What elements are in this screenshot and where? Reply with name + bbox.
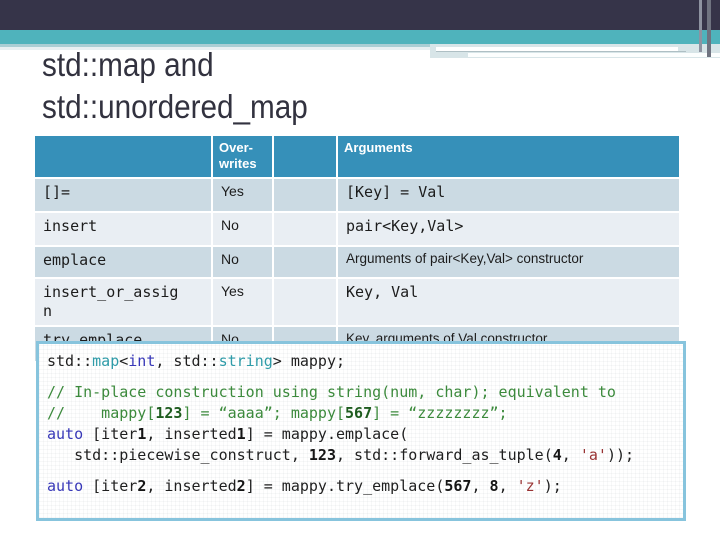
operations-table: Over-writes Arguments []= Yes [Key] = Va… bbox=[33, 134, 681, 363]
code-text: , inserted bbox=[146, 425, 237, 443]
code-number: 1 bbox=[137, 425, 147, 443]
spacer-cell bbox=[274, 247, 336, 277]
code-text: , std::forward_as_tuple( bbox=[336, 446, 553, 464]
op-cell: insert_or_assign bbox=[35, 279, 211, 325]
code-text: std::piecewise_construct, bbox=[47, 446, 309, 464]
code-number: 4 bbox=[552, 446, 562, 464]
op-cell: []= bbox=[35, 179, 211, 211]
spacer-cell bbox=[274, 179, 336, 211]
code-comment: ] = “aaaa”; mappy[ bbox=[182, 404, 346, 422]
code-comment-number: 567 bbox=[345, 404, 373, 422]
code-keyword: auto bbox=[47, 477, 84, 495]
code-line-5: std::piecewise_construct, 123, std::forw… bbox=[47, 445, 675, 466]
code-line-6: auto [iter2, inserted2] = mappy.try_empl… bbox=[47, 476, 675, 497]
code-text: ); bbox=[543, 477, 562, 495]
code-text: , bbox=[498, 477, 517, 495]
code-char-literal: 'a' bbox=[579, 446, 607, 464]
code-text: ] = mappy.try_emplace( bbox=[245, 477, 445, 495]
header-spacer bbox=[274, 136, 336, 177]
op-cell: emplace bbox=[35, 247, 211, 277]
code-number: 2 bbox=[137, 477, 147, 495]
code-comment: // mappy[ bbox=[47, 404, 156, 422]
code-line-3: // mappy[123] = “aaaa”; mappy[567] = “zz… bbox=[47, 403, 675, 424]
table-header-row: Over-writes Arguments bbox=[35, 136, 679, 177]
code-number: 123 bbox=[308, 446, 336, 464]
code-text: , inserted bbox=[146, 477, 237, 495]
args-cell: Key, Val bbox=[338, 279, 679, 325]
overwrites-cell: No bbox=[213, 213, 272, 245]
code-text: > mappy; bbox=[272, 352, 346, 370]
code-keyword: auto bbox=[47, 425, 84, 443]
code-number: 1 bbox=[236, 425, 246, 443]
slide-title-line2: std::unordered_map bbox=[42, 88, 308, 125]
slide-title: std::map and std::unordered_map bbox=[42, 44, 308, 128]
ribbon-white-stripe-2 bbox=[468, 53, 720, 57]
code-text: [iter bbox=[83, 477, 138, 495]
ribbon-vertical-line-1 bbox=[699, 0, 702, 52]
slide-title-line1: std::map and bbox=[42, 46, 214, 83]
code-comment: ] = “zzzzzzzz”; bbox=[372, 404, 508, 422]
ribbon-stripe-1 bbox=[0, 44, 720, 47]
args-cell: Arguments of pair<Key,Val> constructor bbox=[338, 247, 679, 277]
overwrites-cell: Yes bbox=[213, 179, 272, 211]
table-row: []= Yes [Key] = Val bbox=[35, 179, 679, 211]
code-text: , std:: bbox=[155, 352, 219, 370]
code-text: )); bbox=[606, 446, 635, 464]
ribbon-gray-line bbox=[436, 51, 686, 52]
code-comment-number: 123 bbox=[155, 404, 183, 422]
overwrites-cell: Yes bbox=[213, 279, 272, 325]
op-cell: insert bbox=[35, 213, 211, 245]
code-number: 8 bbox=[489, 477, 499, 495]
overwrites-cell: No bbox=[213, 247, 272, 277]
code-char-literal: 'z' bbox=[516, 477, 544, 495]
top-banner bbox=[0, 0, 720, 30]
spacer-cell bbox=[274, 213, 336, 245]
code-number: 2 bbox=[236, 477, 246, 495]
table-row: insert_or_assign Yes Key, Val bbox=[35, 279, 679, 325]
code-line-4: auto [iter1, inserted1] = mappy.emplace( bbox=[47, 424, 675, 445]
args-cell: pair<Key,Val> bbox=[338, 213, 679, 245]
ribbon-vertical-line-2 bbox=[707, 0, 711, 57]
code-text: ] = mappy.emplace( bbox=[245, 425, 409, 443]
code-keyword: int bbox=[128, 352, 156, 370]
spacer-cell bbox=[274, 279, 336, 325]
table-row: insert No pair<Key,Val> bbox=[35, 213, 679, 245]
ribbon-white-stripe-1 bbox=[436, 47, 678, 51]
accent-band bbox=[0, 30, 720, 44]
code-type: string bbox=[218, 352, 273, 370]
code-block: std::map<int, std::string> mappy; // In-… bbox=[36, 341, 686, 521]
code-text: , bbox=[471, 477, 490, 495]
code-text: std:: bbox=[47, 352, 93, 370]
code-text: , bbox=[561, 446, 580, 464]
code-text: < bbox=[119, 352, 129, 370]
header-arguments: Arguments bbox=[338, 136, 679, 177]
code-line-1: std::map<int, std::string> mappy; bbox=[47, 351, 675, 372]
header-overwrites: Over-writes bbox=[213, 136, 272, 177]
ribbon-stripe-2 bbox=[0, 47, 720, 50]
code-type: map bbox=[92, 352, 120, 370]
code-text: [iter bbox=[83, 425, 138, 443]
args-cell: [Key] = Val bbox=[338, 179, 679, 211]
code-number: 567 bbox=[444, 477, 472, 495]
header-blank bbox=[35, 136, 211, 177]
table-row: emplace No Arguments of pair<Key,Val> co… bbox=[35, 247, 679, 277]
code-line-2: // In-place construction using string(nu… bbox=[47, 383, 616, 401]
